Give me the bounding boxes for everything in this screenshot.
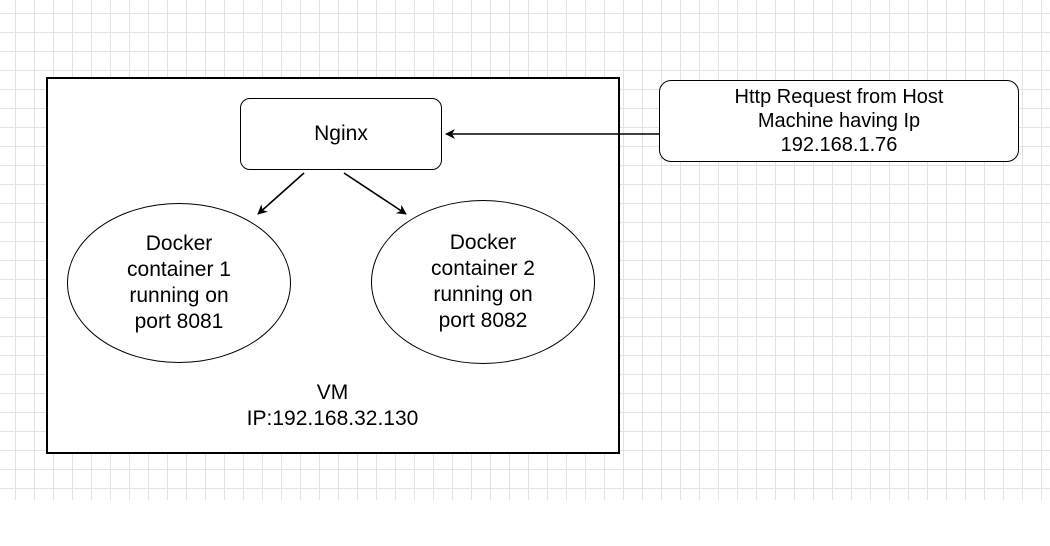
- edge-nginx-to-docker2[interactable]: [343, 172, 407, 215]
- docker-container-2-node[interactable]: Docker container 2 running on port 8082: [371, 200, 595, 364]
- vm-label: VM IP:192.168.32.130: [200, 380, 465, 432]
- vm-title: VM: [316, 381, 349, 404]
- edge-nginx-to-docker1[interactable]: [257, 172, 305, 215]
- http-request-node[interactable]: Http Request from Host Machine having Ip…: [659, 80, 1019, 162]
- vm-ip: IP:192.168.32.130: [246, 407, 419, 430]
- nginx-node[interactable]: Nginx: [240, 98, 442, 170]
- docker-container-1-node[interactable]: Docker container 1 running on port 8081: [67, 203, 291, 363]
